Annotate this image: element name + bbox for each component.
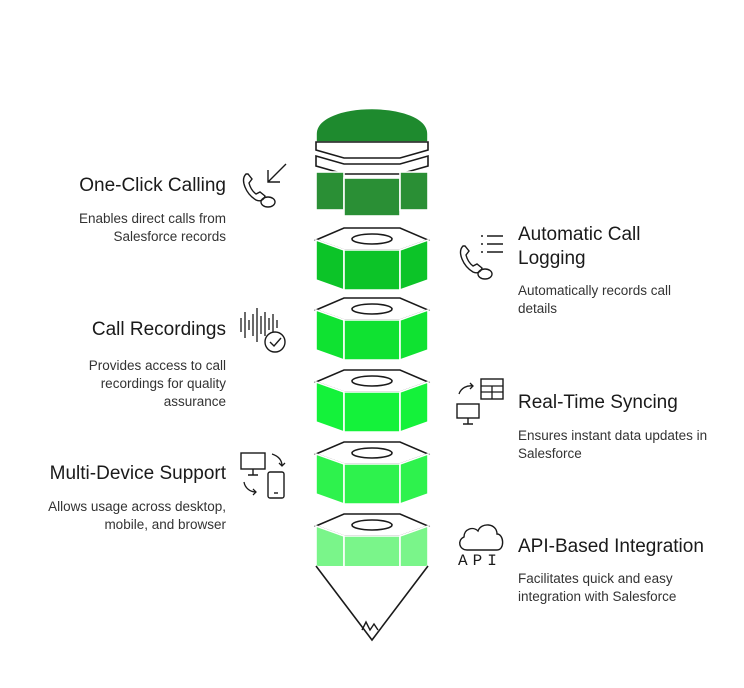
- phone-log-icon: [459, 235, 503, 280]
- tier-hole: [351, 447, 393, 459]
- feature-title-one-click-calling: One-Click Calling: [79, 175, 226, 196]
- stack-tier: [313, 227, 431, 292]
- api-label: API: [458, 552, 502, 570]
- feature-desc-multi-device-support: Allows usage across desktop, mobile, and…: [48, 499, 226, 532]
- feature-title-api-based-integration: API-Based Integration: [518, 536, 704, 557]
- feature-title-real-time-syncing: Real-Time Syncing: [518, 392, 678, 413]
- stack-tier: [313, 441, 431, 506]
- pencil-tip: [315, 565, 429, 642]
- stack-tier: [313, 297, 431, 362]
- cap-dome: [315, 107, 429, 143]
- tier-hole: [351, 233, 393, 245]
- feature-title-multi-device-support: Multi-Device Support: [49, 463, 226, 484]
- tier-side-face: [343, 249, 401, 291]
- feature-desc-one-click-calling: Enables direct calls from Salesforce rec…: [78, 211, 226, 244]
- feature-desc-api-based-integration: Facilitates quick and easy integration w…: [518, 571, 677, 604]
- tier-side-face: [343, 319, 401, 361]
- stack-tiers: [313, 227, 431, 578]
- feature-desc-automatic-call-logging: Automatically records call details: [518, 283, 672, 316]
- sync-devices-icon: [456, 378, 504, 425]
- cloud-icon: [459, 524, 504, 551]
- multi-device-icon: [240, 452, 286, 499]
- tier-hole: [351, 519, 393, 531]
- phone-incoming-icon: [242, 163, 287, 208]
- feature-title-call-recordings: Call Recordings: [91, 319, 226, 340]
- tier-hole: [351, 303, 393, 315]
- tier-side-face: [399, 238, 429, 292]
- cap-body: [315, 171, 429, 217]
- tier-side-face: [343, 463, 401, 505]
- tier-hole: [351, 375, 393, 387]
- tier-side-face: [399, 380, 429, 434]
- tier-side-face: [343, 391, 401, 433]
- stack-tier: [313, 369, 431, 434]
- tier-side-face: [399, 308, 429, 362]
- cloud-api-icon: API: [455, 520, 507, 574]
- waveform-check-icon: [240, 308, 286, 353]
- feature-desc-real-time-syncing: Ensures instant data updates in Salesfor…: [518, 428, 708, 461]
- cap-band-1: [315, 141, 429, 159]
- stack-top-cap: [315, 107, 429, 217]
- feature-title-automatic-call-logging: Automatic Call Logging: [518, 224, 641, 269]
- cap-band-2: [315, 154, 429, 175]
- feature-desc-call-recordings: Provides access to call recordings for q…: [88, 358, 226, 409]
- tier-side-face: [399, 452, 429, 506]
